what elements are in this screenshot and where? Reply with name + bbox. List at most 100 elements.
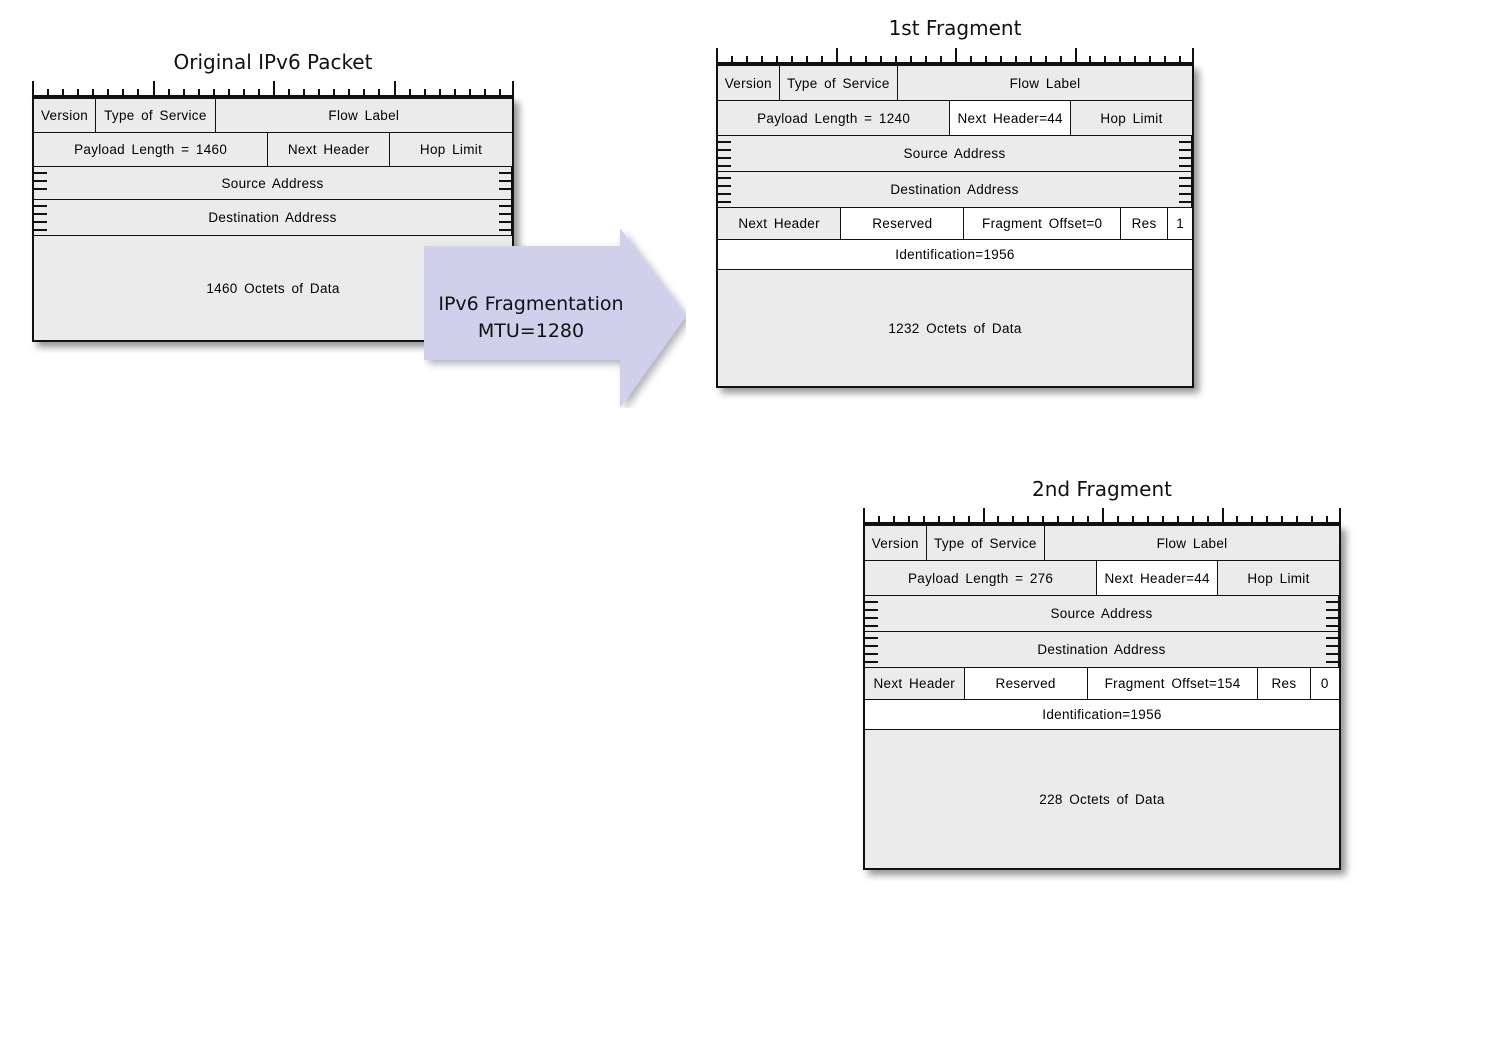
ruler-tick-major: [1221, 508, 1224, 524]
packet-field-source-address: Source Address: [34, 167, 512, 199]
ruler-tick-minor: [997, 516, 1000, 524]
packet-row-destination-address: Destination Address: [865, 632, 1339, 668]
ruler-tick-minor: [999, 56, 1002, 64]
ruler-tick-minor: [1236, 516, 1239, 524]
ruler-tick-minor: [1087, 516, 1090, 524]
packet-field-reserved: Reserved: [964, 668, 1088, 699]
packet-field-type-of-service: Type of Service: [779, 66, 899, 100]
ruler-tick-minor: [227, 89, 230, 97]
packet-field-fragment-offset-0: Fragment Offset=0: [964, 208, 1121, 239]
ruler-tick-minor: [107, 89, 110, 97]
packet-field-payload-length-276: Payload Length = 276: [865, 561, 1098, 595]
ruler-tick-minor: [745, 56, 748, 64]
ruler-tick-minor: [1311, 516, 1314, 524]
packet-field-next-header-44: Next Header=44: [1097, 561, 1219, 595]
ruler-tick-minor: [922, 516, 925, 524]
ruler-tick-minor: [1044, 56, 1047, 64]
ruler-tick-major: [393, 81, 396, 97]
ruler-tick-minor: [212, 89, 215, 97]
ruler-tick-minor: [1042, 516, 1045, 524]
ruler-tick-minor: [242, 89, 245, 97]
ruler-tick-minor: [1146, 516, 1149, 524]
ruler-tick-minor: [378, 89, 381, 97]
ruler-tick-minor: [1251, 516, 1254, 524]
packet-field-next-header-44: Next Header=44: [950, 101, 1072, 135]
packet-field-hop-limit: Hop Limit: [390, 133, 512, 166]
packet-row-fragment-header-identification: Identification=1956: [865, 700, 1339, 730]
ruler-tick-minor: [1104, 56, 1107, 64]
ruler-tick-major: [716, 48, 718, 64]
ruler-tick-minor: [775, 56, 778, 64]
ruler-tick-major: [1339, 508, 1341, 524]
packet-field-source-address: Source Address: [865, 596, 1339, 631]
bit-ruler-fragment-1: [716, 48, 1194, 64]
ruler-tick-minor: [1116, 516, 1119, 524]
ipv6-fragmentation-arrow: IPv6 Fragmentation MTU=1280: [424, 228, 686, 408]
packet-field-destination-address: Destination Address: [718, 172, 1192, 207]
packet-field-1232-octets-of-data: 1232 Octets of Data: [718, 270, 1192, 386]
ruler-tick-minor: [438, 89, 441, 97]
packet-field-identification-1956: Identification=1956: [718, 240, 1192, 269]
ruler-tick-major: [835, 48, 838, 64]
ruler-tick-minor: [892, 516, 895, 524]
packet-row-fragment-header-identification: Identification=1956: [718, 240, 1192, 270]
packet-row-source-address: Source Address: [865, 596, 1339, 632]
ruler-tick-minor: [865, 56, 868, 64]
ruler-tick-minor: [984, 56, 987, 64]
ruler-tick-minor: [1014, 56, 1017, 64]
ruler-tick-minor: [1089, 56, 1092, 64]
ruler-tick-minor: [62, 89, 65, 97]
ruler-tick-major: [152, 81, 155, 97]
ruler-tick-major: [863, 508, 865, 524]
packet-field-hop-limit: Hop Limit: [1071, 101, 1192, 135]
ruler-tick-minor: [1029, 56, 1032, 64]
ruler-tick-minor: [1131, 516, 1134, 524]
page-title-original: Original IPv6 Packet: [173, 50, 373, 74]
ruler-tick-minor: [925, 56, 928, 64]
ruler-tick-minor: [967, 516, 970, 524]
packet-row-payload-data: 1232 Octets of Data: [718, 270, 1192, 386]
packet-row-payload-data: 228 Octets of Data: [865, 730, 1339, 868]
ruler-tick-minor: [468, 89, 471, 97]
packet-field-type-of-service: Type of Service: [96, 99, 216, 132]
ruler-tick-minor: [1281, 516, 1284, 524]
ruler-tick-minor: [1027, 516, 1030, 524]
ruler-tick-minor: [760, 56, 763, 64]
packet-field-hop-limit: Hop Limit: [1218, 561, 1339, 595]
ruler-tick-minor: [850, 56, 853, 64]
ruler-tick-minor: [167, 89, 170, 97]
ruler-tick-major: [982, 508, 985, 524]
ruler-tick-major: [1192, 48, 1194, 64]
packet-row-destination-address: Destination Address: [718, 172, 1192, 208]
packet-row-destination-address: Destination Address: [34, 200, 512, 236]
ruler-tick-minor: [937, 516, 940, 524]
ruler-tick-minor: [333, 89, 336, 97]
packet-field-next-header: Next Header: [268, 133, 391, 166]
ruler-tick-minor: [1149, 56, 1152, 64]
ruler-tick-minor: [805, 56, 808, 64]
packet-field-flow-label: Flow Label: [898, 66, 1192, 100]
packet-field-reserved: Reserved: [841, 208, 965, 239]
ruler-tick-minor: [122, 89, 125, 97]
packet-field-1: 1: [1168, 208, 1192, 239]
packet-field-next-header: Next Header: [718, 208, 842, 239]
bit-ruler-fragment-2: [863, 508, 1341, 524]
packet-field-fragment-offset-154: Fragment Offset=154: [1087, 668, 1259, 699]
page-title-fragment-2: 2nd Fragment: [1032, 477, 1172, 501]
packet-field-flow-label: Flow Label: [215, 99, 512, 132]
packet-field-destination-address: Destination Address: [34, 200, 512, 235]
packet-field-version: Version: [34, 99, 97, 132]
ruler-tick-minor: [1057, 516, 1060, 524]
ruler-tick-minor: [348, 89, 351, 97]
ruler-tick-minor: [790, 56, 793, 64]
ruler-tick-minor: [182, 89, 185, 97]
packet-field-0: 0: [1310, 668, 1339, 699]
